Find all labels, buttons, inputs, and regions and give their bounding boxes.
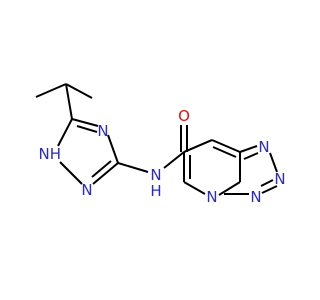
- bond-n4-c3: [107, 134, 119, 164]
- bond-c3-n2: [92, 162, 119, 185]
- bond-n2-n3-double: [260, 179, 274, 187]
- molecule-structure: N N NH N H O N N N N: [35, 83, 286, 206]
- bond-isopropyl-ring: [65, 83, 73, 120]
- bond-isopropyl-right: [65, 83, 93, 99]
- atom-triazole-n2: N: [81, 181, 92, 199]
- bond-c8a-n1-double: [243, 152, 259, 160]
- bond-c5-n4: [71, 118, 99, 127]
- bond-isopropyl-left: [35, 83, 67, 98]
- atom-tetrazole-n3: N: [250, 188, 261, 206]
- atom-triazole-nh: NH: [39, 145, 62, 163]
- bond-n2-n3: [261, 185, 278, 194]
- bond-c6-c7: [183, 139, 213, 153]
- bond-nh-carbonyl: [163, 151, 185, 169]
- atom-bridge-n: N: [206, 188, 217, 206]
- bond-nbridge-c5: [183, 181, 206, 195]
- bond-c7-c8-inner: [212, 146, 237, 158]
- atom-amide-n: N: [150, 166, 161, 184]
- bond-c5-n4-double: [76, 125, 98, 133]
- bond-c8a-n1: [239, 145, 258, 153]
- atom-tetrazole-n1: N: [258, 138, 269, 156]
- bond-c7-c8: [211, 139, 241, 153]
- bond-n1-n2: [269, 152, 278, 173]
- bond-n1-c5: [57, 118, 73, 147]
- atom-tetrazole-n2: N: [274, 170, 285, 188]
- atom-carbonyl-o: O: [178, 107, 190, 125]
- atom-amide-h: H: [150, 182, 161, 200]
- bond-n2-n1: [59, 161, 83, 185]
- bond-c3-n2-double: [91, 160, 112, 178]
- bond-c8a-nbridge: [218, 181, 241, 196]
- atom-triazole-n4: N: [97, 122, 108, 140]
- bond-c3-nh: [117, 162, 149, 173]
